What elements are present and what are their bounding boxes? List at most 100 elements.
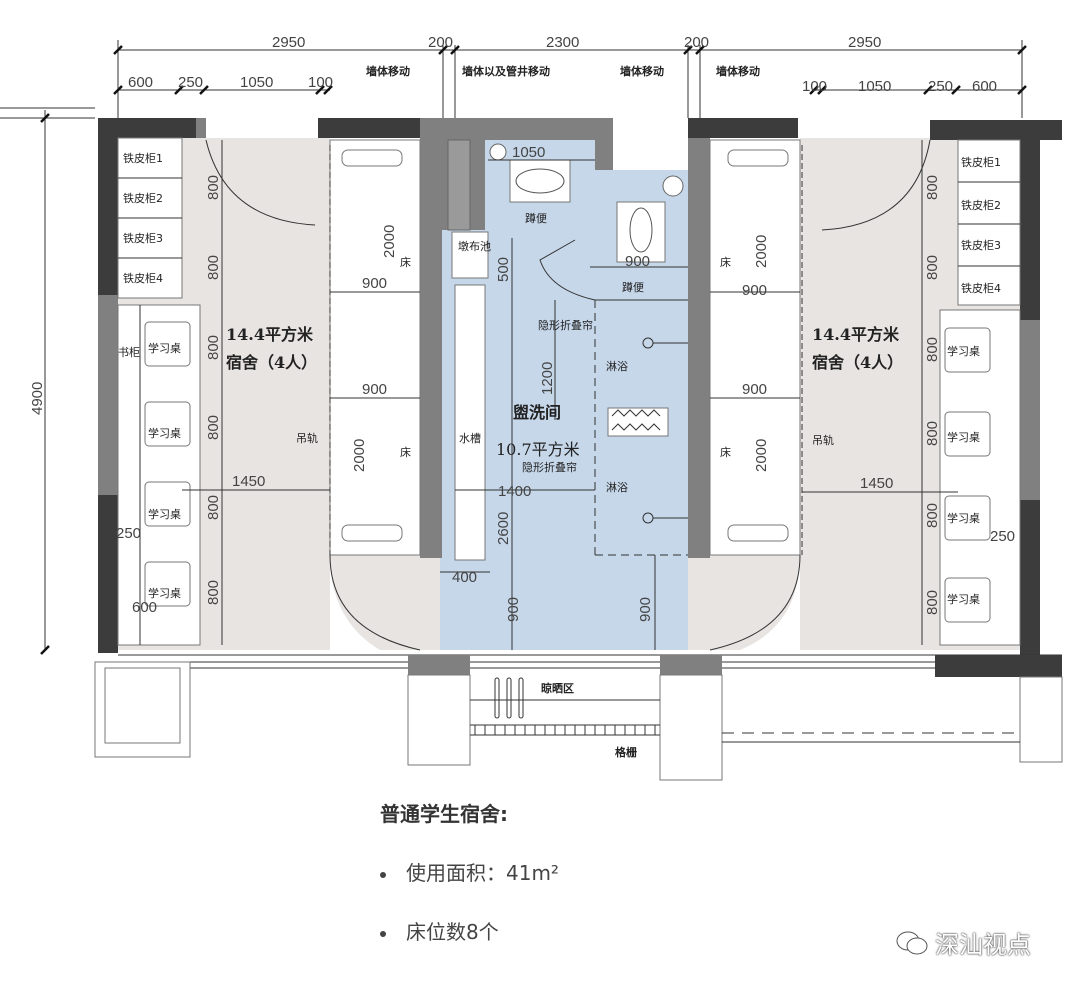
bullet-icon bbox=[380, 930, 386, 937]
left-room-name: 宿舍（4人） bbox=[226, 353, 317, 372]
bath-dim-900-b: 900 bbox=[637, 597, 654, 622]
dim-sub-left-4: 100 bbox=[308, 74, 333, 91]
curtain-2-label: 隐形折叠帘 bbox=[522, 460, 577, 474]
dim-top-wall-1: 200 bbox=[428, 34, 453, 51]
left-door-swing bbox=[205, 139, 316, 226]
dim-sub-right-3: 250 bbox=[928, 78, 953, 95]
left-top-wall bbox=[98, 118, 198, 138]
floor-drain-1 bbox=[489, 143, 507, 161]
shaft-inner bbox=[447, 139, 471, 231]
right-entry-floor bbox=[688, 555, 800, 650]
bath-wall-step bbox=[595, 118, 613, 170]
right-room-area: 14.4平方米 bbox=[812, 325, 900, 344]
wall-note-1: 墙体移动 bbox=[366, 64, 410, 78]
sink-label: 水槽 bbox=[459, 432, 481, 445]
bathroom-area: 10.7平方米 bbox=[496, 440, 580, 459]
bath-dim-2600: 2600 bbox=[495, 512, 512, 545]
bath-dim-1050: 1050 bbox=[512, 144, 545, 161]
right-dim-250: 250 bbox=[990, 528, 1015, 545]
left-locker-2: 铁皮柜2 bbox=[123, 192, 163, 205]
right-dim-800-1: 800 bbox=[924, 175, 941, 200]
dim-sub-right-2: 1050 bbox=[858, 78, 891, 95]
toilet-1 bbox=[509, 159, 571, 203]
right-desk-1: 学习桌 bbox=[947, 344, 980, 358]
left-bed-1-width: 900 bbox=[362, 275, 387, 292]
right-window bbox=[1020, 320, 1040, 500]
right-dim-1450: 1450 bbox=[860, 475, 893, 492]
right-bed-1-length: 2000 bbox=[753, 235, 770, 268]
wall-end bbox=[196, 118, 206, 138]
dim-sub-right-4: 600 bbox=[972, 78, 997, 95]
left-dim-600: 600 bbox=[132, 599, 157, 616]
bath-dim-900-a: 900 bbox=[505, 597, 522, 622]
bath-top-wall bbox=[485, 118, 613, 140]
mop-sink-label: 墩布池 bbox=[458, 239, 491, 253]
left-desk-4: 学习桌 bbox=[148, 586, 181, 600]
right-desk-2: 学习桌 bbox=[947, 430, 980, 444]
left-room-area: 14.4平方米 bbox=[226, 325, 314, 344]
mop-sink bbox=[451, 231, 489, 279]
toilet-1-bowl bbox=[515, 168, 565, 194]
right-bed-1-label: 床 bbox=[720, 255, 731, 269]
left-dim-800-6: 800 bbox=[205, 580, 222, 605]
left-rail: 吊轨 bbox=[296, 431, 318, 445]
left-locker-4: 铁皮柜4 bbox=[123, 272, 163, 285]
right-desk-3: 学习桌 bbox=[947, 511, 980, 525]
right-top-wall bbox=[930, 120, 1062, 140]
right-rail: 吊轨 bbox=[812, 433, 834, 447]
left-bed-1-label: 床 bbox=[400, 255, 411, 269]
toilet-2-bowl bbox=[629, 207, 653, 253]
right-locker-4: 铁皮柜4 bbox=[961, 282, 1001, 295]
summary-item-area: 使用面积：41m² bbox=[380, 857, 559, 886]
right-locker-1: 铁皮柜1 bbox=[961, 156, 1001, 169]
sink-counter bbox=[454, 284, 486, 561]
left-entry-door-swing bbox=[329, 554, 421, 651]
left-entry-floor bbox=[330, 555, 440, 650]
watermark: 深汕视点 bbox=[895, 925, 1031, 960]
dim-sub-left-1: 600 bbox=[128, 74, 153, 91]
dim-top-left: 2950 bbox=[272, 34, 305, 51]
left-desks: 书柜 学习桌 学习桌 学习桌 学习桌 bbox=[117, 304, 201, 646]
dim-top-wall-2: 200 bbox=[684, 34, 709, 51]
right-bed-top-wall bbox=[688, 118, 798, 138]
bath-dim-1400: 1400 bbox=[498, 483, 531, 500]
right-room-name: 宿舍（4人） bbox=[812, 353, 903, 372]
bath-dim-900-toilet: 900 bbox=[625, 253, 650, 270]
left-desk-1: 学习桌 bbox=[148, 341, 181, 355]
right-dim-800-2: 800 bbox=[924, 255, 941, 280]
left-dim-800-4: 800 bbox=[205, 415, 222, 440]
left-dim-800-3: 800 bbox=[205, 335, 222, 360]
shower-bench bbox=[607, 407, 669, 437]
left-bed-1-length: 2000 bbox=[381, 225, 398, 258]
wechat-icon bbox=[896, 931, 928, 954]
watermark-text: 深汕视点 bbox=[935, 931, 1031, 959]
right-lockers: 铁皮柜1 铁皮柜2 铁皮柜3 铁皮柜4 bbox=[957, 139, 1021, 306]
right-desk-4: 学习桌 bbox=[947, 592, 980, 606]
bullet-icon bbox=[380, 871, 386, 878]
right-beds: 床 2000 900 900 2000 床 bbox=[709, 139, 803, 556]
right-dim-800-5: 800 bbox=[924, 503, 941, 528]
bath-dim-1200: 1200 bbox=[539, 362, 556, 395]
top-dimensions: 2950 200 2300 200 2950 600 250 1050 100 … bbox=[113, 34, 1027, 118]
dim-top-middle: 2300 bbox=[546, 34, 579, 51]
dim-sub-left-3: 1050 bbox=[240, 74, 273, 91]
right-door-swing bbox=[821, 139, 931, 231]
summary: 普通学生宿舍: 使用面积：41m² 床位数8个 bbox=[380, 798, 559, 975]
floor-drain-2 bbox=[662, 175, 684, 197]
right-dim-800-3: 800 bbox=[924, 337, 941, 362]
right-entry-door-swing bbox=[709, 554, 801, 651]
left-bed-top-wall bbox=[318, 118, 428, 138]
wall-note-4: 墙体移动 bbox=[716, 64, 760, 78]
usable-area: 使用面积：41m² bbox=[406, 861, 559, 885]
dim-depth: 4900 bbox=[29, 382, 46, 415]
left-lockers: 铁皮柜1 铁皮柜2 铁皮柜3 铁皮柜4 bbox=[117, 137, 183, 299]
left-desk-3: 学习桌 bbox=[148, 507, 181, 521]
dim-sub-left-2: 250 bbox=[178, 74, 203, 91]
right-dim-800-6: 800 bbox=[924, 590, 941, 615]
right-bed-2-width: 900 bbox=[742, 381, 767, 398]
left-bed-2-length: 2000 bbox=[351, 439, 368, 472]
shower-2-label: 淋浴 bbox=[606, 481, 628, 494]
wall-note-3: 墙体移动 bbox=[620, 64, 664, 78]
depth-dimension: 4900 bbox=[0, 107, 95, 655]
